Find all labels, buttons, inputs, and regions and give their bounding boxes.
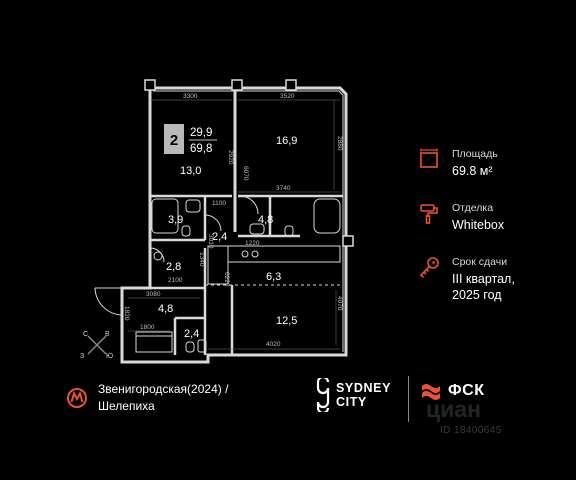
bathtub — [151, 198, 179, 234]
toilet — [185, 341, 195, 353]
floorplan-area-icon — [420, 148, 438, 168]
wardrobe — [135, 331, 173, 353]
door — [204, 214, 222, 232]
finish-value: Whitebox — [452, 218, 505, 232]
metro-info: Звенигородская(2024) / Шелепиха — [66, 381, 228, 415]
room-area: 6,3 — [266, 271, 281, 283]
fsk-logo: ФСК — [420, 380, 484, 402]
dimension-label: 3300 — [183, 93, 198, 100]
room-area: 2,4 — [184, 328, 199, 340]
delivery-label: Срок сдачи — [452, 256, 508, 268]
dimension-label: 3010 — [207, 234, 214, 249]
metro-icon — [67, 388, 87, 408]
window — [285, 79, 297, 91]
bathtub — [313, 198, 341, 234]
info-delivery: Срок сдачи III квартал, 2025 год — [418, 256, 515, 303]
cian-watermark: циан — [426, 396, 481, 422]
dimension-label: 1820 — [123, 306, 130, 321]
rooms-count: 2 — [170, 132, 178, 149]
room-area: 4,8 — [258, 214, 273, 226]
compass: С В З Ю — [80, 331, 113, 360]
info-area: Площадь 69.8 м² — [418, 148, 498, 179]
dimension-label: 6070 — [242, 166, 249, 181]
sydney-city-logo: SYDNEY CITY — [316, 378, 391, 412]
fsk-brand-text: ФСК — [448, 382, 485, 399]
paint-roller-icon — [420, 204, 438, 224]
sydney-line2: CITY — [336, 395, 367, 409]
window — [231, 79, 243, 91]
floor-plan: 2 29,9 69,8 13,0 16,9 3,9 4,8 2,4 2,8 6,… — [80, 79, 354, 364]
living-area: 29,9 — [190, 127, 212, 139]
fsk-mark-icon — [422, 384, 440, 400]
dimension-label: 6220 — [223, 272, 230, 287]
kitchen-counter — [207, 245, 229, 285]
dimension-label: 2880 — [336, 136, 343, 151]
dimension-label: 2920 — [227, 150, 234, 165]
cian-watermark-id: ID 18400645 — [440, 425, 502, 436]
room-area: 4,8 — [158, 303, 173, 315]
dimension-label: 1100 — [212, 200, 226, 207]
toilet — [284, 225, 294, 237]
dimension-label: 1800 — [140, 324, 155, 331]
kitchen-counter — [227, 245, 341, 263]
compass-east: В — [105, 331, 110, 338]
delivery-value-line2: 2025 год — [452, 288, 502, 302]
door — [94, 287, 123, 316]
rooms-count-badge — [164, 124, 184, 154]
area-label: Площадь — [452, 148, 498, 160]
compass-north: С — [83, 331, 88, 338]
room-area: 16,9 — [276, 135, 297, 147]
sink — [197, 339, 207, 353]
room-area: 13,0 — [180, 165, 201, 177]
washer — [153, 251, 163, 261]
metro-station-line2: Шелепиха — [98, 399, 155, 413]
window — [342, 235, 354, 247]
dimension-label: 1220 — [245, 240, 260, 247]
metro-station-line1: Звенигородская(2024) / — [98, 382, 229, 396]
finish-label: Отделка — [452, 202, 494, 214]
area-value: 69.8 м² — [452, 164, 493, 178]
room-area: 3,9 — [168, 214, 183, 226]
dimension-label: 2100 — [168, 277, 183, 284]
compass-west: З — [80, 353, 84, 360]
room-area: 2,4 — [212, 231, 227, 243]
key-icon — [419, 257, 439, 278]
sydney-city-mark-icon — [316, 378, 330, 412]
room-area: 12,5 — [276, 315, 297, 327]
stove — [251, 250, 259, 258]
sink — [185, 199, 201, 213]
dimension-label: 3080 — [146, 291, 161, 298]
sydney-line1: SYDNEY — [336, 381, 392, 395]
dimension-label: 1340 — [198, 252, 205, 267]
outer-wall — [120, 86, 348, 364]
dimension-label: 4020 — [266, 341, 281, 348]
info-finish: Отделка Whitebox — [418, 202, 504, 233]
dimension-label: 4070 — [336, 296, 343, 311]
stove — [241, 250, 249, 258]
dimension-label: 3520 — [280, 93, 295, 100]
door — [239, 195, 259, 215]
delivery-value-line1: III квартал, — [452, 272, 515, 286]
outer-wall-inner — [153, 90, 344, 352]
compass-south: Ю — [106, 353, 113, 360]
dimension-label: 3740 — [276, 185, 291, 192]
window — [144, 79, 156, 91]
total-area: 69,8 — [190, 143, 212, 155]
toilet — [181, 225, 191, 237]
sink — [249, 223, 265, 235]
logo-divider — [408, 376, 409, 422]
room-area: 2,8 — [166, 261, 181, 273]
